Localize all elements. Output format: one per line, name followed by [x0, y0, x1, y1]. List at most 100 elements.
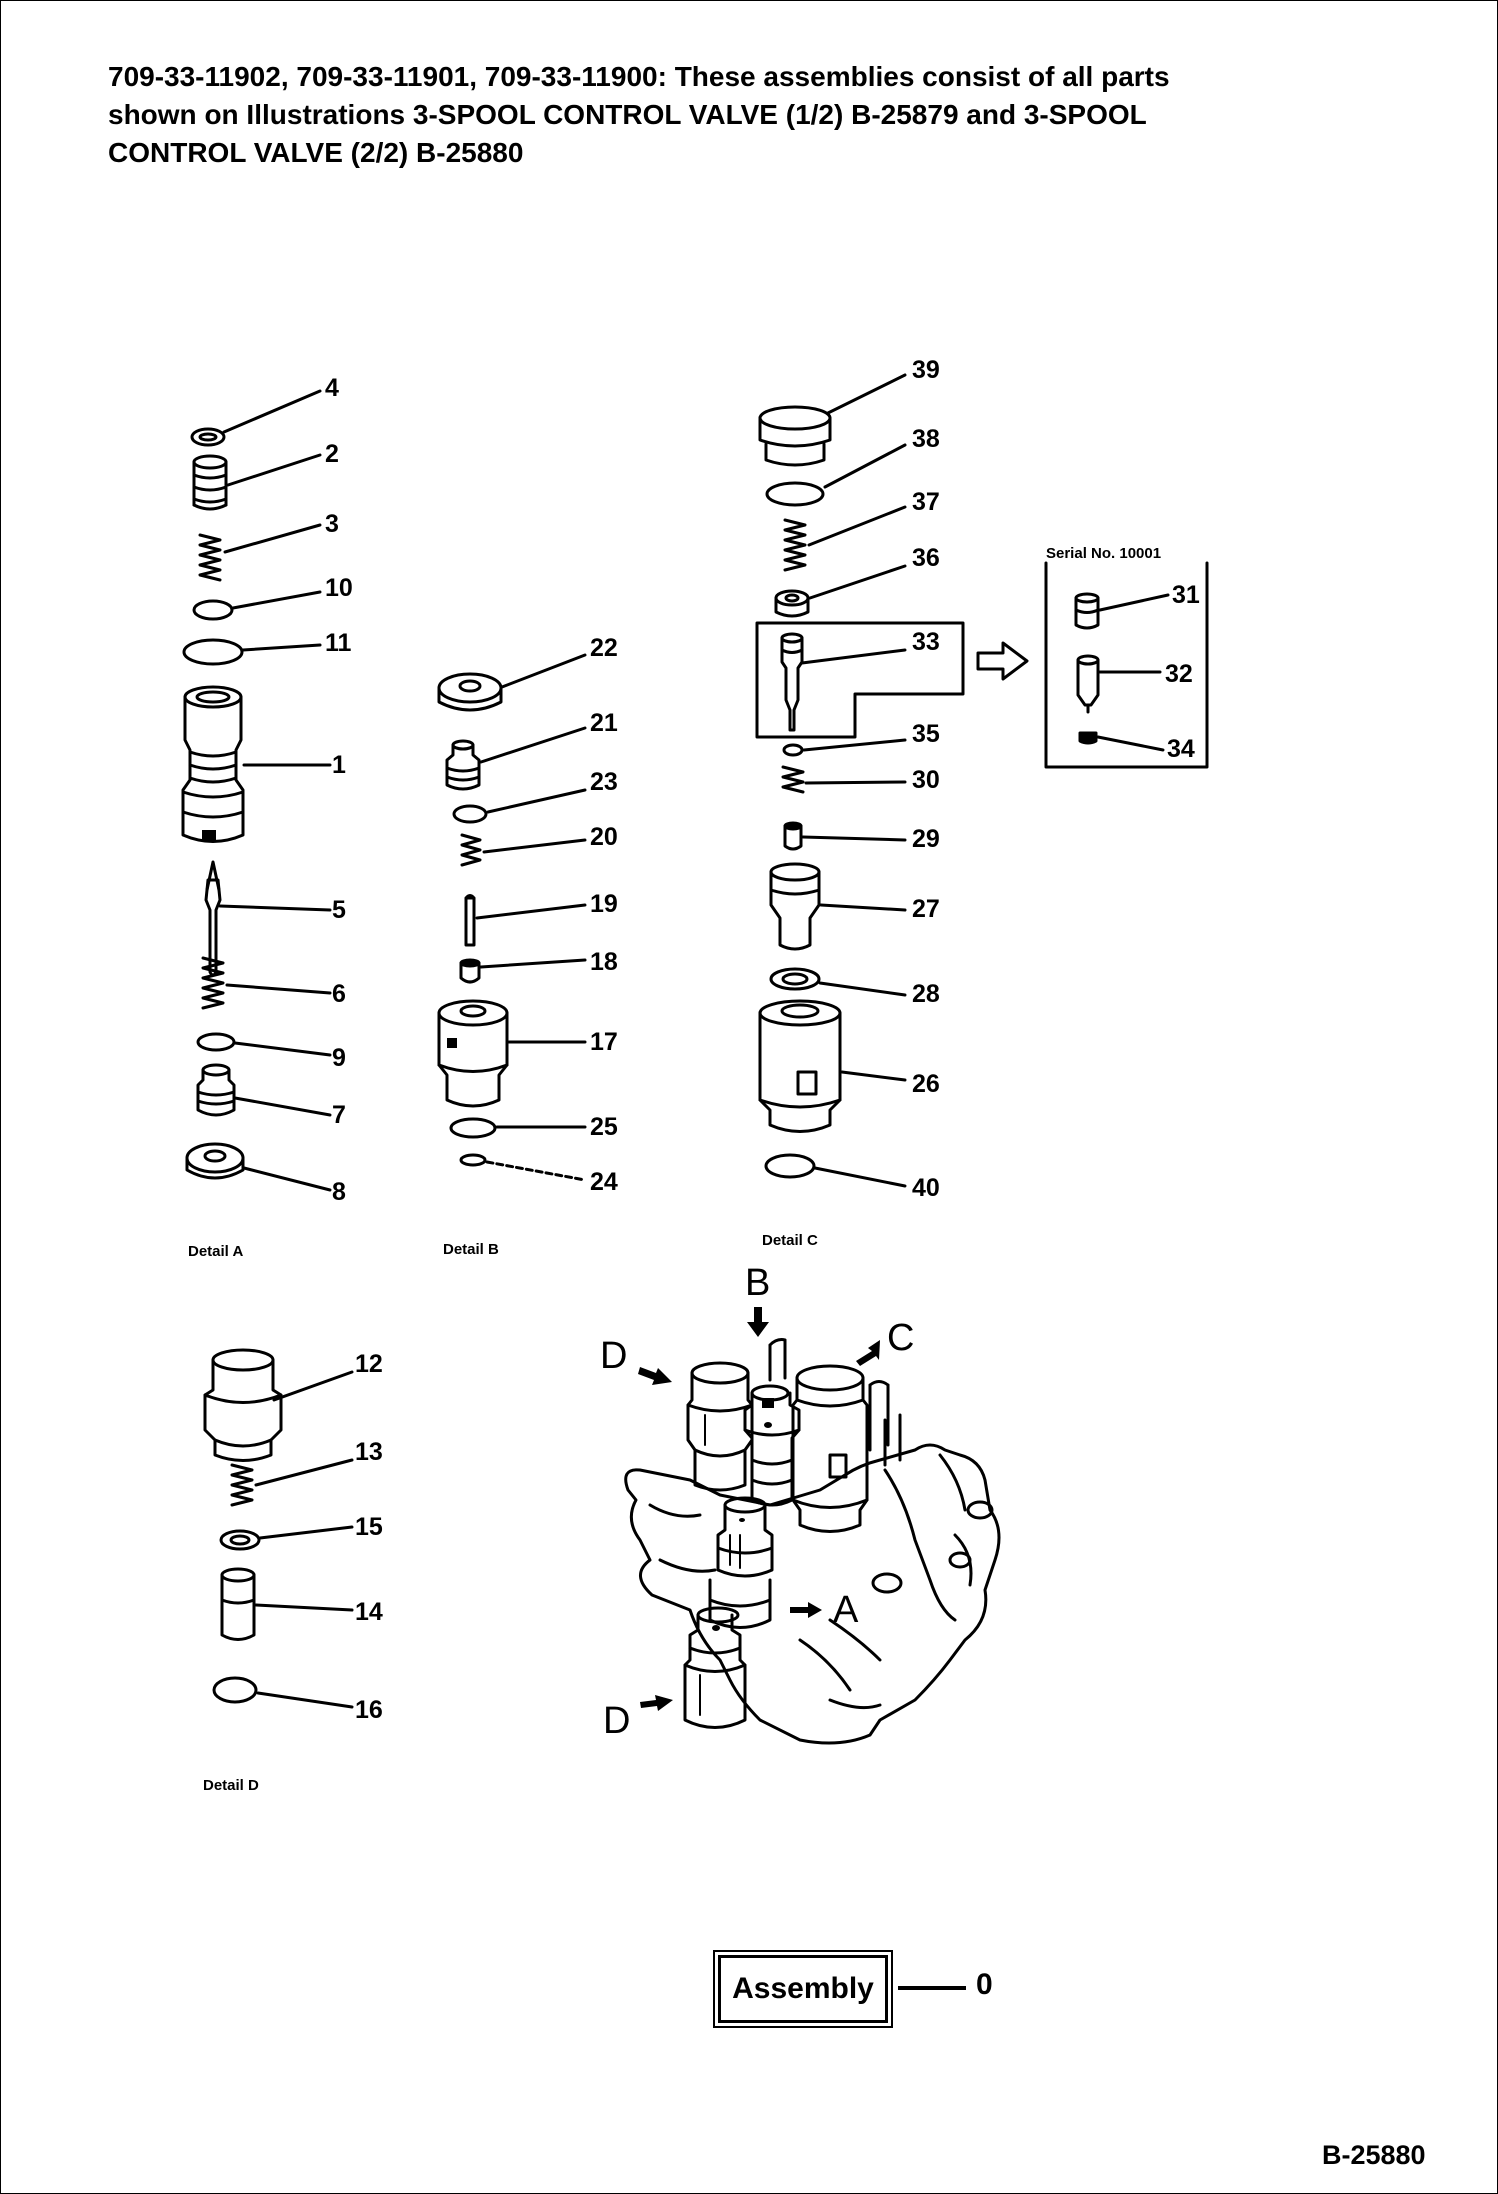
part-31-poppet [1074, 592, 1100, 630]
callout-21: 21 [590, 709, 618, 737]
callout-30: 30 [912, 766, 940, 794]
part-12-plug [203, 1348, 283, 1462]
part-21-screw [445, 739, 481, 791]
callout-29: 29 [912, 825, 940, 853]
leader-16 [256, 1691, 354, 1709]
leader-23 [486, 788, 587, 814]
callout-2: 2 [325, 440, 339, 468]
part-4-snap-ring [190, 427, 226, 447]
part-2-plug [192, 454, 228, 511]
part-18-poppet [459, 961, 481, 984]
part-19-pin [464, 894, 476, 947]
part-25-o-ring [449, 1117, 497, 1139]
callout-15: 15 [355, 1513, 383, 1541]
detail-b [437, 653, 587, 1182]
leader-7 [233, 1096, 332, 1117]
part-10-o-ring [192, 599, 234, 621]
leader-27 [819, 903, 907, 912]
leader-20 [482, 838, 587, 854]
serial-number-label: Serial No. 10001 [1046, 545, 1161, 562]
serial-number-box [1044, 561, 1209, 769]
part-8-lock-nut [185, 1142, 245, 1180]
part-11-o-ring [182, 638, 244, 666]
leader-34 [1096, 735, 1165, 752]
detail-d [203, 1348, 354, 1709]
part-23-o-ring [452, 804, 488, 824]
assembly-c-cartridge [791, 1364, 869, 1533]
callout-10: 10 [325, 574, 353, 602]
assembly-b-cartridge [743, 1384, 801, 1507]
callout-20: 20 [590, 823, 618, 851]
leader-35 [802, 738, 907, 752]
callout-38: 38 [912, 425, 940, 453]
leader-9 [233, 1041, 332, 1057]
detail-a [181, 389, 332, 1192]
part-7-adjusting-screw [196, 1063, 236, 1117]
detail-c [755, 373, 1029, 1188]
part-15-ring [219, 1529, 261, 1551]
arrow-b [747, 1307, 769, 1337]
leader-31 [1098, 593, 1170, 612]
arrow-a [790, 1602, 822, 1618]
leader-33 [800, 648, 907, 665]
serial-change-arrow [976, 641, 1029, 681]
callout-18: 18 [590, 948, 618, 976]
assembly-note-line-2: shown on Illustrations 3-SPOOL CONTROL V… [108, 99, 1147, 130]
callout-35: 35 [912, 720, 940, 748]
leader-5 [218, 904, 332, 912]
detail-a-caption: Detail A [188, 1243, 243, 1260]
part-24-o-ring [459, 1153, 487, 1167]
part-1-relief-valve-body [181, 685, 245, 843]
part-9-o-ring [196, 1032, 236, 1052]
assembly-note-line-3: CONTROL VALVE (2/2) B-25880 [108, 137, 524, 168]
arrow-d-bottom [640, 1695, 673, 1711]
callout-25: 25 [590, 1113, 618, 1141]
detail-d-caption: Detail D [203, 1777, 259, 1794]
part-20-spring [460, 833, 482, 867]
callout-33: 33 [912, 628, 940, 656]
callout-14: 14 [355, 1598, 383, 1626]
assembly-d-bottom-cartridge [683, 1606, 747, 1729]
leader-21 [479, 726, 587, 764]
part-36-seat [774, 589, 810, 618]
part-38-o-ring [765, 481, 825, 507]
callout-28: 28 [912, 980, 940, 1008]
view-label-d-top: D [600, 1335, 627, 1377]
leader-39 [826, 373, 907, 415]
callout-4: 4 [325, 374, 339, 402]
callout-40: 40 [912, 1174, 940, 1202]
callout-34: 34 [1167, 735, 1195, 763]
callout-31: 31 [1172, 581, 1200, 609]
part-6-spring [201, 956, 225, 1010]
leader-14 [254, 1603, 354, 1612]
assembly-d-top-cartridge [686, 1361, 754, 1492]
view-label-c: C [887, 1317, 914, 1359]
leader-15 [258, 1525, 354, 1540]
callout-16: 16 [355, 1696, 383, 1724]
callout-24: 24 [590, 1168, 618, 1196]
part-34-seat [1078, 731, 1098, 745]
view-label-b: B [745, 1262, 770, 1304]
callout-23: 23 [590, 768, 618, 796]
leader-19 [475, 903, 587, 920]
part-29-piston [783, 824, 803, 851]
leader-29 [801, 835, 907, 842]
leader-24 [485, 1160, 587, 1182]
callout-36: 36 [912, 544, 940, 572]
figure-number: B-25880 [1322, 2140, 1426, 2170]
leader-8 [242, 1166, 332, 1192]
leader-40 [813, 1166, 907, 1188]
leader-10 [231, 590, 322, 610]
callout-12: 12 [355, 1350, 383, 1378]
callout-27: 27 [912, 895, 940, 923]
leader-4 [222, 389, 322, 434]
control-valve-block [624, 1338, 1001, 1745]
leader-3 [223, 523, 322, 554]
part-33-pilot-poppet [780, 632, 804, 732]
callout-13: 13 [355, 1438, 383, 1466]
leader-13 [254, 1458, 354, 1487]
leader-6 [225, 983, 332, 995]
leader-26 [840, 1070, 907, 1082]
assembly-label: Assembly [732, 1972, 874, 2005]
